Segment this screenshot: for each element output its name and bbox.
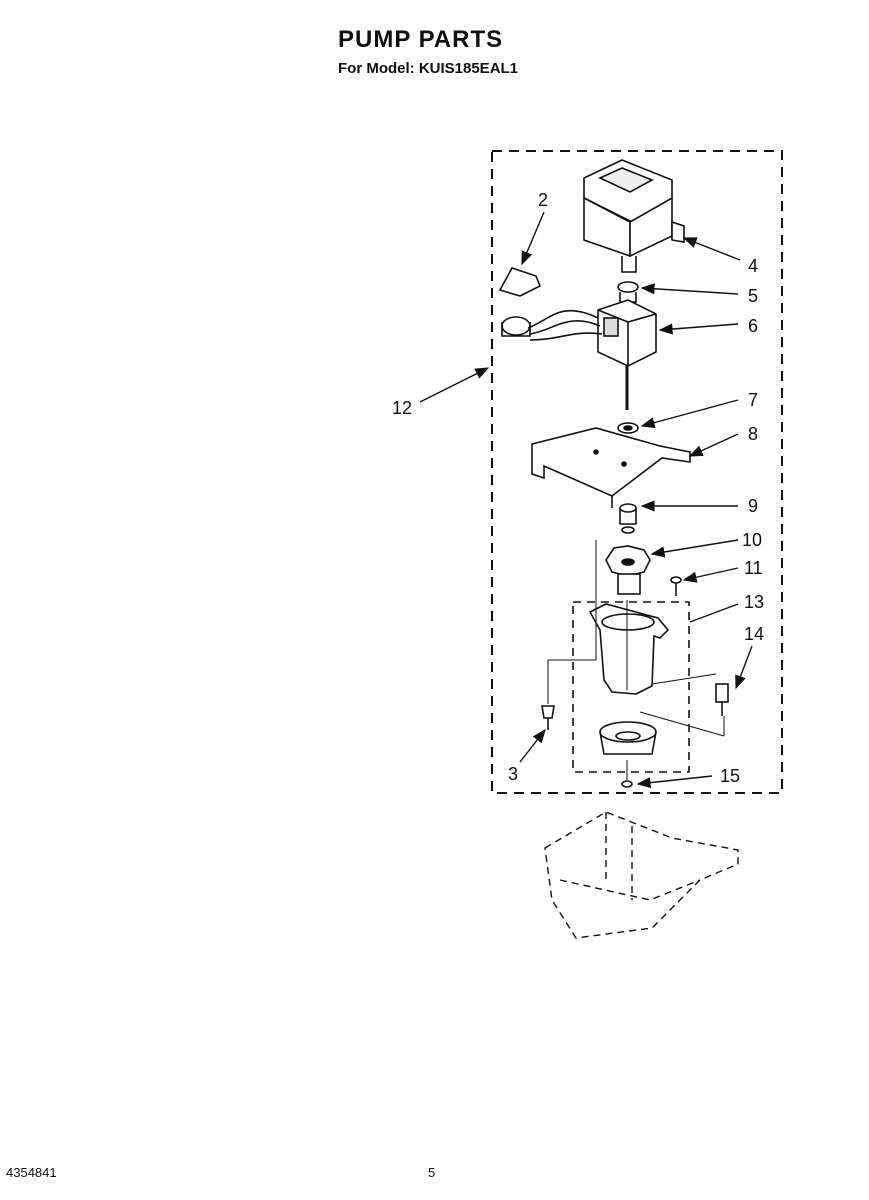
cabinet-dashed-outline bbox=[544, 811, 739, 939]
page-title: PUMP PARTS bbox=[338, 26, 504, 53]
capacitor-part bbox=[498, 267, 603, 341]
coupler-part bbox=[619, 503, 637, 534]
screw-part-3 bbox=[541, 540, 597, 730]
callout-13: 13 bbox=[744, 592, 764, 612]
washer-part bbox=[617, 422, 639, 434]
o-ring-part bbox=[621, 760, 633, 788]
model-subtitle: For Model: KUIS185EAL1 bbox=[338, 60, 519, 77]
callout-5: 5 bbox=[748, 286, 758, 306]
impeller-part bbox=[605, 545, 651, 595]
leader-arrows bbox=[419, 211, 753, 789]
callout-15: 15 bbox=[720, 766, 740, 786]
callout-6: 6 bbox=[748, 316, 758, 336]
pump-housing-dashed-border bbox=[572, 601, 690, 773]
assembly-dashed-border bbox=[491, 150, 783, 794]
callout-10: 10 bbox=[742, 530, 762, 550]
sensor-part bbox=[639, 673, 729, 737]
screw-part bbox=[670, 576, 682, 596]
motor-part bbox=[597, 299, 657, 410]
callout-8: 8 bbox=[748, 424, 758, 444]
page-number: 5 bbox=[428, 1165, 436, 1180]
callout-7: 7 bbox=[748, 390, 758, 410]
mounting-bracket-part bbox=[531, 427, 691, 508]
pump-base-part bbox=[599, 721, 657, 755]
clip-part bbox=[617, 281, 639, 303]
callout-4: 4 bbox=[748, 256, 758, 276]
callout-14: 14 bbox=[744, 624, 764, 644]
callout-3: 3 bbox=[508, 764, 518, 784]
callout-9: 9 bbox=[748, 496, 758, 516]
callout-12: 12 bbox=[392, 398, 412, 418]
callout-11: 11 bbox=[744, 558, 763, 578]
callout-2: 2 bbox=[538, 190, 548, 210]
motor-cover-part bbox=[583, 159, 685, 273]
pump-housing-part bbox=[588, 600, 670, 695]
document-number: 4354841 bbox=[6, 1165, 57, 1180]
